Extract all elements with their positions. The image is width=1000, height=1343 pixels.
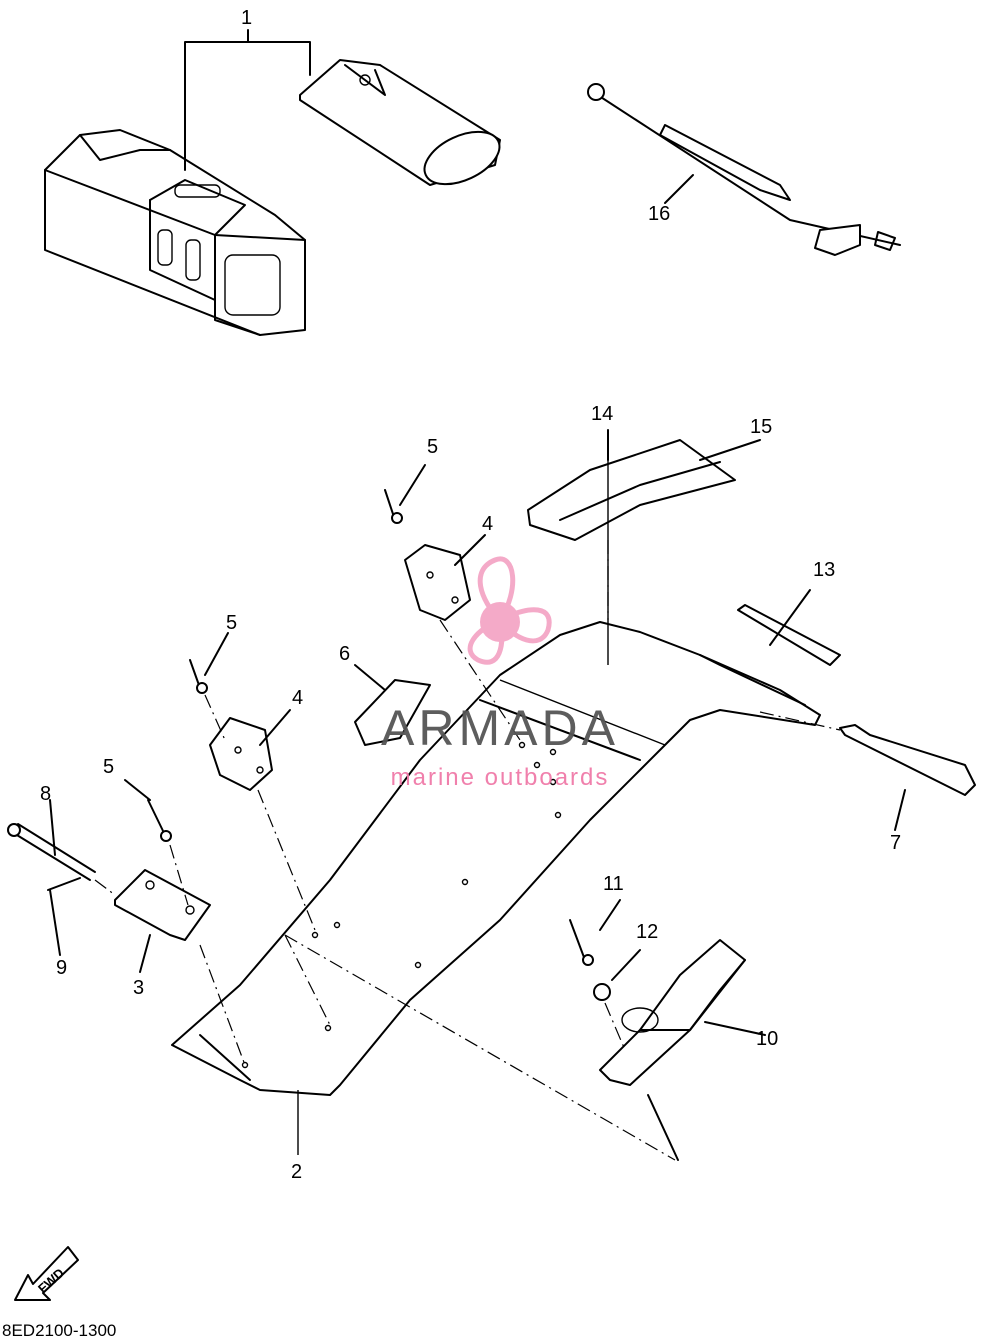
part-label-4-lower: 4: [292, 687, 303, 709]
pin-bracket-part: [124, 779, 189, 906]
part-label-10: 10: [756, 1028, 778, 1050]
side-holder-part: [569, 899, 766, 1086]
clip-upper-part: [404, 534, 521, 741]
part-labels: 1 16 14 15 5 4 13 5 6 4 5 8 7 11 12 9 3 …: [40, 7, 901, 1183]
propeller-icon: [467, 556, 552, 665]
watermark-title: ARMADA: [381, 700, 619, 756]
part-label-15: 15: [750, 416, 772, 438]
bolt-part: [7, 799, 116, 896]
part-label-4-upper: 4: [482, 513, 493, 535]
pin-upper-part: [384, 464, 426, 524]
small-pin-part: [47, 877, 81, 956]
part-label-12: 12: [636, 921, 658, 943]
part-label-9: 9: [56, 957, 67, 979]
storage-bag-part: [44, 129, 306, 336]
watermark-subtitle: marine outboards: [391, 764, 610, 791]
cable-part: [587, 83, 901, 256]
watermark-logo: ARMADA marine outboards: [381, 556, 619, 791]
fwd-arrow: FWD: [14, 1246, 79, 1301]
strip-part: [737, 589, 841, 666]
pin-lower-part: [189, 632, 229, 741]
storage-pouch-part: [299, 59, 501, 186]
part-label-2: 2: [291, 1161, 302, 1183]
top-pad-part: [527, 429, 761, 541]
part-label-8: 8: [40, 783, 51, 805]
handle-rod-part: [759, 711, 976, 831]
part-label-1: 1: [241, 7, 252, 29]
clip-lower-part: [209, 709, 316, 931]
leader-lines: [297, 440, 609, 1155]
part-label-16: 16: [648, 203, 670, 225]
part-label-14: 14: [591, 403, 613, 425]
part-label-11: 11: [603, 873, 624, 895]
diagram-code: 8ED2100-1300: [2, 1321, 116, 1340]
label-1-bracket: [184, 29, 311, 171]
part-label-6: 6: [339, 643, 350, 665]
small-pad-part: [354, 664, 431, 746]
part-label-13: 13: [813, 559, 835, 581]
part-label-5-middle: 5: [226, 612, 237, 634]
hinge-bracket-part: [114, 869, 246, 1066]
part-label-5-upper: 5: [427, 436, 438, 458]
part-label-7: 7: [890, 832, 901, 854]
part-label-3: 3: [133, 977, 144, 999]
part-label-5-lower: 5: [103, 756, 114, 778]
